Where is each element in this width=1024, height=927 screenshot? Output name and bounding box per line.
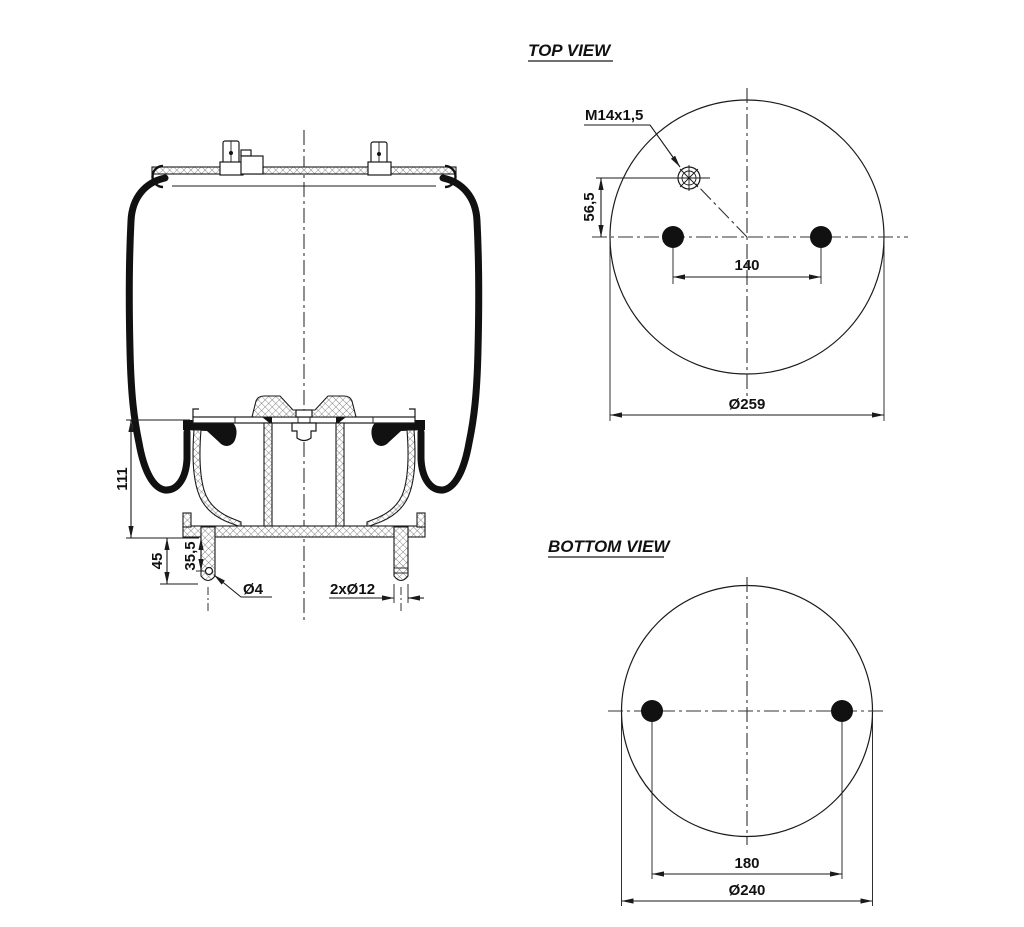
dim-111-label: 111 <box>114 467 131 490</box>
side-view: 111 45 35,5 Ø4 2xØ12 <box>114 130 483 622</box>
dim-56-5-label: 56,5 <box>581 192 598 221</box>
piston-wall-left <box>263 422 273 528</box>
top-plate <box>151 140 457 189</box>
bellows-right-wall <box>417 174 483 494</box>
piston-top-plate <box>192 416 416 424</box>
top-stud-right-flange <box>367 161 392 176</box>
bumper <box>251 395 357 418</box>
top-view-stud-left <box>662 226 684 248</box>
bottom-stud-right <box>393 526 409 582</box>
bottom-view: BOTTOM VIEW 180 Ø240 <box>548 537 886 906</box>
dim-56-5: 56,5 <box>581 178 604 237</box>
bellows-right-clamp <box>371 420 425 446</box>
label-m14: M14x1,5 <box>584 107 681 168</box>
base-plate-assembly <box>182 512 426 611</box>
bellows-left-clamp <box>183 420 237 446</box>
top-view-diagonal-centerline <box>693 181 748 238</box>
dim-45: 45 <box>149 538 198 585</box>
top-view: TOP VIEW M14x1,5 56,5 <box>528 41 908 421</box>
vent-hole <box>204 566 214 576</box>
top-view-stud-right <box>810 226 832 248</box>
dim-140: 140 <box>672 248 822 284</box>
dim-35-5: 35,5 <box>182 538 205 572</box>
air-port <box>596 165 710 191</box>
bellows-left-wall <box>125 174 191 494</box>
dim-35-5-label: 35,5 <box>182 541 199 570</box>
air-fitting-block <box>240 155 264 175</box>
top-plate-right-curl <box>444 164 457 189</box>
base-plate <box>182 525 426 538</box>
top-plate-strip <box>151 166 457 175</box>
dim-180: 180 <box>651 722 843 879</box>
bumper-recess <box>295 409 313 418</box>
dim-dia240: Ø240 <box>621 716 873 906</box>
base-plate-left-lip <box>182 512 192 528</box>
center-bolt <box>291 422 317 442</box>
leader-dia4: Ø4 <box>213 574 272 598</box>
top-view-title: TOP VIEW <box>528 41 612 60</box>
bottom-view-title: BOTTOM VIEW <box>548 537 671 556</box>
bellows-outline <box>125 174 483 494</box>
bottom-view-stud-left <box>641 700 663 722</box>
top-stud-right-dot <box>377 152 381 156</box>
piston-wall-right <box>335 422 345 528</box>
base-plate-right-lip <box>416 512 426 528</box>
top-stud-left-dot <box>229 151 233 155</box>
dim-2xdia12: 2xØ12 <box>329 581 424 603</box>
piston-plate-left-lip <box>192 408 199 417</box>
dim-2xdia12-label: 2xØ12 <box>330 581 375 598</box>
m14-label: M14x1,5 <box>585 107 643 124</box>
piston-skirt-right <box>366 429 416 528</box>
dim-dia240-label: Ø240 <box>729 882 766 899</box>
dim-111: 111 <box>114 419 199 539</box>
top-plate-left-curl <box>151 164 164 189</box>
top-stud-left-flange <box>219 161 244 176</box>
dim-dia259-label: Ø259 <box>729 396 766 413</box>
dim-140-label: 140 <box>734 257 759 274</box>
dim-45-label: 45 <box>149 553 166 570</box>
dia4-label: Ø4 <box>243 581 264 598</box>
bottom-view-stud-right <box>831 700 853 722</box>
air-fitting-step <box>240 149 252 157</box>
dim-dia259: Ø259 <box>609 241 885 421</box>
piston-plate-right-lip <box>409 408 416 417</box>
piston-skirt-left <box>192 429 242 528</box>
dim-180-label: 180 <box>734 855 759 872</box>
